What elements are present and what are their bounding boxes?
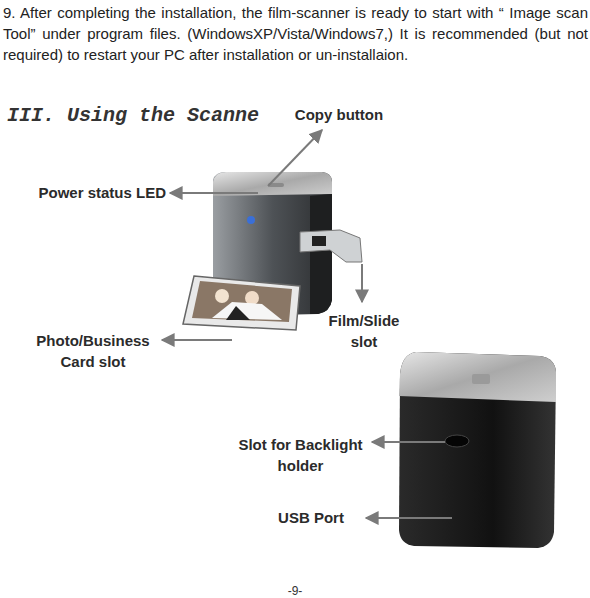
callout-label: Power status LED — [10, 184, 166, 201]
front-scanner — [183, 172, 362, 330]
callout-label: Photo/Business Card slot — [28, 330, 158, 372]
section-heading: III. Using the Scanne — [7, 104, 307, 127]
page-number: -9- — [265, 584, 325, 598]
body-paragraph: 9. After completing the installation, th… — [3, 2, 588, 65]
leader-lines — [162, 130, 452, 518]
callout-label: Film/Slide slot — [319, 310, 409, 352]
callout-label: Slot for Backlight holder — [228, 434, 373, 476]
callout-label: Copy button — [284, 106, 394, 123]
callout-label: USB Port — [258, 509, 364, 526]
